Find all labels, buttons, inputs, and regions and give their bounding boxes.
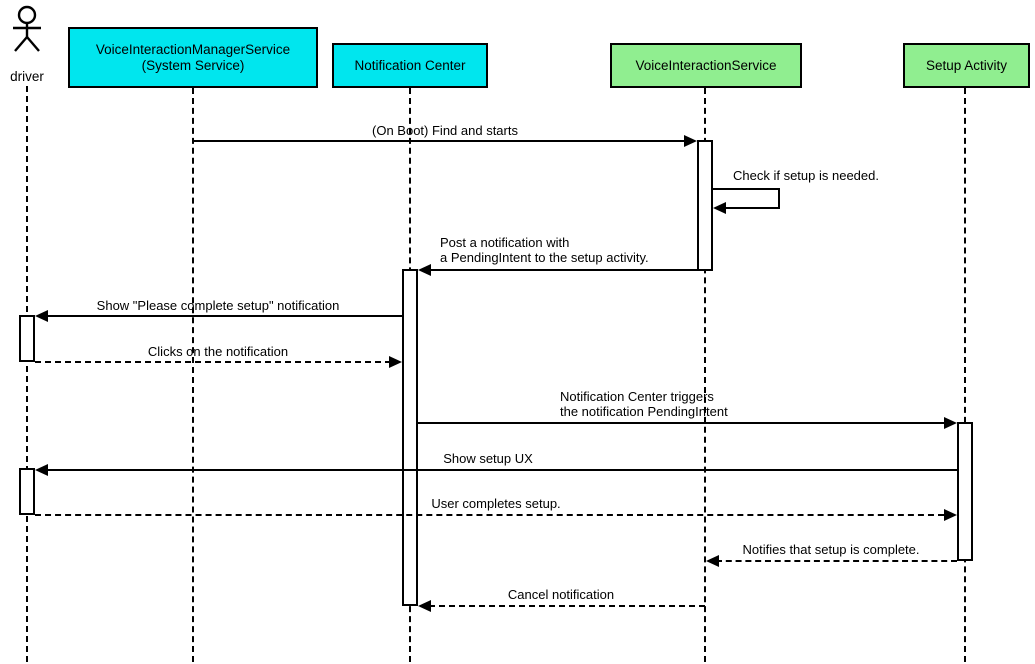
participant-voice-interaction-service-name: VoiceInteractionService: [635, 57, 777, 73]
message-post-notification-arrowhead: [418, 264, 431, 276]
message-cancel-notification-label: Cancel notification: [507, 587, 615, 602]
message-post-notification-label-line1: Post a notification with: [440, 235, 570, 250]
message-check-setup-line-back: [726, 207, 780, 209]
message-notifies-complete-line: [716, 560, 957, 562]
activation-driver-2: [19, 468, 35, 515]
message-clicks-notification-line: [35, 361, 391, 363]
message-trigger-pendingintent-line: [418, 422, 946, 424]
setup-activity-lifeline: [964, 88, 966, 662]
participant-vims-name-line2: (System Service): [141, 57, 245, 73]
participant-notification-center: Notification Center: [332, 43, 488, 88]
message-find-and-starts-label: (On Boot) Find and starts: [372, 123, 518, 138]
participant-setup-activity: Setup Activity: [903, 43, 1030, 88]
message-trigger-pendingintent-arrowhead: [944, 417, 957, 429]
message-check-setup-label: Check if setup is needed.: [733, 168, 879, 183]
activation-voice-interaction-service: [697, 140, 713, 271]
participant-voice-interaction-service: VoiceInteractionService: [610, 43, 802, 88]
participant-setup-activity-name: Setup Activity: [925, 57, 1008, 73]
message-show-notification-label: Show "Please complete setup" notificatio…: [96, 298, 340, 313]
driver-actor-icon: [13, 5, 41, 52]
driver-lifeline: [26, 86, 28, 662]
message-check-setup-line-vertical: [778, 188, 780, 209]
message-clicks-notification-arrowhead: [389, 356, 402, 368]
message-check-setup-line-out: [713, 188, 780, 190]
message-user-completes-setup-line: [35, 514, 944, 516]
message-notifies-complete-label: Notifies that setup is complete.: [742, 542, 920, 557]
driver-label: driver: [10, 69, 44, 84]
activation-setup-activity: [957, 422, 973, 561]
participant-vims-name-line1: VoiceInteractionManagerService: [95, 41, 291, 57]
message-trigger-pendingintent-label-line2: the notification PendingIntent: [560, 404, 728, 419]
voice-interaction-service-lifeline: [704, 88, 706, 662]
message-show-setup-ux-line: [46, 469, 957, 471]
message-user-completes-setup-arrowhead: [944, 509, 957, 521]
message-trigger-pendingintent-label: Notification Center triggers the notific…: [560, 389, 728, 419]
message-user-completes-setup-label: User completes setup.: [431, 496, 561, 511]
message-notifies-complete-arrowhead: [706, 555, 719, 567]
participant-notification-center-name: Notification Center: [354, 57, 466, 73]
activation-driver-1: [19, 315, 35, 362]
participant-vims: VoiceInteractionManagerService (System S…: [68, 27, 318, 88]
message-cancel-notification-line: [429, 605, 705, 607]
message-post-notification-label: Post a notification with a PendingIntent…: [440, 235, 649, 265]
message-show-notification-line: [46, 315, 402, 317]
message-show-setup-ux-arrowhead: [35, 464, 48, 476]
message-clicks-notification-label: Clicks on the notification: [147, 344, 289, 359]
message-post-notification-label-line2: a PendingIntent to the setup activity.: [440, 250, 649, 265]
message-check-setup-arrowhead: [713, 202, 726, 214]
vims-lifeline: [192, 88, 194, 662]
message-find-and-starts-arrowhead: [684, 135, 697, 147]
message-show-notification-arrowhead: [35, 310, 48, 322]
message-cancel-notification-arrowhead: [418, 600, 431, 612]
message-show-setup-ux-label: Show setup UX: [443, 451, 533, 466]
message-post-notification-line: [429, 269, 697, 271]
message-trigger-pendingintent-label-line1: Notification Center triggers: [560, 389, 714, 404]
activation-notification-center: [402, 269, 418, 606]
message-find-and-starts-line: [193, 140, 686, 142]
